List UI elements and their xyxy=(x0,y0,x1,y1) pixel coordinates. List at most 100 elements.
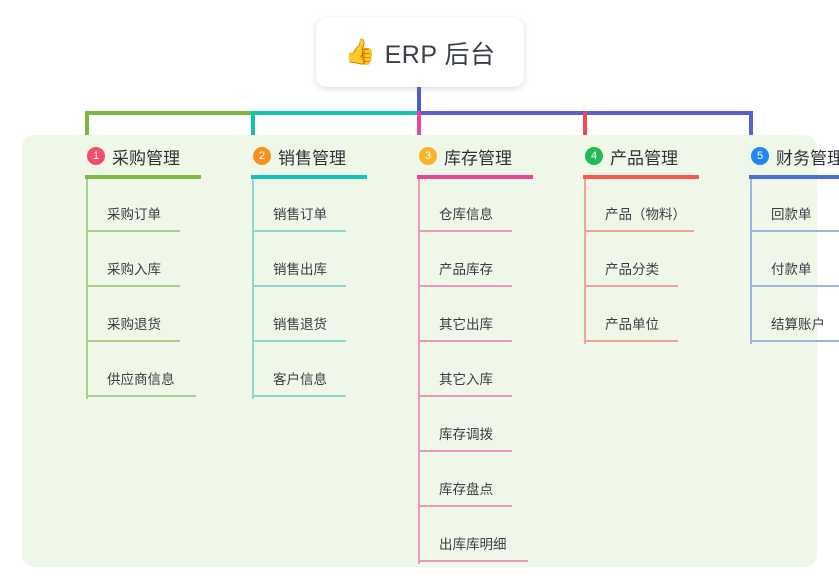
branch-column-3: 3 库存管理仓库信息产品库存其它出库其它入库库存调拨库存盘点出库库明细 xyxy=(417,135,583,564)
leaf-item-label: 仓库信息 xyxy=(439,207,493,222)
leaf-item-rule xyxy=(252,395,346,397)
branch-badge-2: 2 xyxy=(253,147,271,165)
leaf-item[interactable]: 回款单 xyxy=(749,177,839,232)
leaf-item[interactable]: 客户信息 xyxy=(251,342,417,397)
leaf-item-rule xyxy=(750,285,839,287)
branch-header-5[interactable]: 5 财务管理 xyxy=(749,135,839,179)
leaf-item-rule xyxy=(86,230,180,232)
branch-column-5: 5 财务管理回款单付款单结算账户 xyxy=(749,135,839,344)
leaf-item-rule xyxy=(584,340,678,342)
leaf-item[interactable]: 付款单 xyxy=(749,232,839,287)
leaf-item-rule xyxy=(86,395,196,397)
leaf-item-rule xyxy=(418,230,512,232)
branch-column-2: 2 销售管理销售订单销售出库销售退货客户信息 xyxy=(251,135,417,399)
leaf-item-label: 销售退货 xyxy=(273,317,327,332)
bus-segment-green xyxy=(85,111,335,115)
leaf-item-rule xyxy=(252,285,346,287)
branch-badge-3: 3 xyxy=(419,147,437,165)
leaf-item-label: 销售订单 xyxy=(273,207,327,222)
leaf-item-label: 库存盘点 xyxy=(439,482,493,497)
branch-header-rule-4 xyxy=(583,175,699,179)
leaf-item-rule xyxy=(418,340,512,342)
root-node-card[interactable]: 👍 ERP 后台 xyxy=(316,18,524,87)
leaf-item-rule xyxy=(252,230,346,232)
branch-header-1[interactable]: 1 采购管理 xyxy=(85,135,251,179)
branch-header-rule-5 xyxy=(749,175,839,179)
leaf-item-rule xyxy=(252,340,346,342)
leaf-item[interactable]: 销售出库 xyxy=(251,232,417,287)
branch-header-rule-1 xyxy=(85,175,201,179)
leaf-item[interactable]: 采购退货 xyxy=(85,287,251,342)
leaf-item-label: 产品库存 xyxy=(439,262,493,277)
leaf-item-rule xyxy=(750,340,839,342)
leaf-item-rule xyxy=(418,505,512,507)
branch-drop-5 xyxy=(749,111,753,142)
branches-panel: 1 采购管理采购订单采购入库采购退货供应商信息 2 销售管理销售订单销售出库销售退货客… xyxy=(22,135,839,567)
leaf-item[interactable]: 出库库明细 xyxy=(417,507,583,562)
branch-drop-4 xyxy=(583,111,587,142)
leaf-item-rule xyxy=(418,560,528,562)
branch-drop-1 xyxy=(85,111,89,142)
branch-spine-2 xyxy=(252,179,254,399)
leaf-item-rule xyxy=(418,395,512,397)
leaf-item-rule xyxy=(584,285,678,287)
root-node-title: ERP 后台 xyxy=(384,40,496,69)
branch-header-3[interactable]: 3 库存管理 xyxy=(417,135,583,179)
leaf-item-label: 其它入库 xyxy=(439,372,493,387)
bus-segment-teal xyxy=(251,111,421,115)
branch-drop-3 xyxy=(417,111,421,142)
branch-title-1: 采购管理 xyxy=(112,148,180,168)
leaf-item-rule xyxy=(86,285,180,287)
branch-badge-1: 1 xyxy=(87,147,105,165)
leaf-item[interactable]: 产品（物料） xyxy=(583,177,749,232)
leaf-item-label: 付款单 xyxy=(771,262,812,277)
leaf-item[interactable]: 结算账户 xyxy=(749,287,839,342)
leaf-item[interactable]: 销售订单 xyxy=(251,177,417,232)
branch-drop-2 xyxy=(251,111,255,142)
leaf-item-rule xyxy=(418,450,512,452)
leaf-item[interactable]: 销售退货 xyxy=(251,287,417,342)
branch-spine-4 xyxy=(584,179,586,344)
branch-title-2: 销售管理 xyxy=(278,148,346,168)
leaf-item[interactable]: 仓库信息 xyxy=(417,177,583,232)
leaf-item-rule xyxy=(86,340,180,342)
leaf-item[interactable]: 产品库存 xyxy=(417,232,583,287)
branch-spine-5 xyxy=(750,179,752,344)
leaf-item[interactable]: 产品分类 xyxy=(583,232,749,287)
branch-title-5: 财务管理 xyxy=(776,148,839,168)
branch-spine-1 xyxy=(86,179,88,399)
leaf-item-label: 客户信息 xyxy=(273,372,327,387)
leaf-item[interactable]: 供应商信息 xyxy=(85,342,251,397)
leaf-item-label: 采购订单 xyxy=(107,207,161,222)
leaf-item-label: 产品分类 xyxy=(605,262,659,277)
branch-column-1: 1 采购管理采购订单采购入库采购退货供应商信息 xyxy=(85,135,251,399)
leaf-item-rule xyxy=(750,230,839,232)
leaf-item-label: 产品单位 xyxy=(605,317,659,332)
root-stem-connector xyxy=(417,87,421,113)
leaf-item-label: 回款单 xyxy=(771,207,812,222)
leaf-item[interactable]: 采购入库 xyxy=(85,232,251,287)
branch-header-2[interactable]: 2 销售管理 xyxy=(251,135,417,179)
leaf-item[interactable]: 其它入库 xyxy=(417,342,583,397)
leaf-item[interactable]: 采购订单 xyxy=(85,177,251,232)
leaf-item-label: 其它出库 xyxy=(439,317,493,332)
branch-header-rule-2 xyxy=(251,175,367,179)
branch-title-3: 库存管理 xyxy=(444,148,512,168)
leaf-item-label: 采购退货 xyxy=(107,317,161,332)
thumbs-up-icon: 👍 xyxy=(344,38,376,66)
leaf-item[interactable]: 库存盘点 xyxy=(417,452,583,507)
leaf-item-label: 产品（物料） xyxy=(605,207,686,222)
leaf-item-rule xyxy=(418,285,512,287)
leaf-item[interactable]: 库存调拨 xyxy=(417,397,583,452)
leaf-item[interactable]: 其它出库 xyxy=(417,287,583,342)
leaf-item[interactable]: 产品单位 xyxy=(583,287,749,342)
leaf-item-label: 供应商信息 xyxy=(107,372,175,387)
leaf-item-label: 出库库明细 xyxy=(439,537,507,552)
branch-badge-5: 5 xyxy=(751,147,769,165)
branch-spine-3 xyxy=(418,179,420,564)
branch-header-rule-3 xyxy=(417,175,533,179)
leaf-item-label: 结算账户 xyxy=(771,317,825,332)
